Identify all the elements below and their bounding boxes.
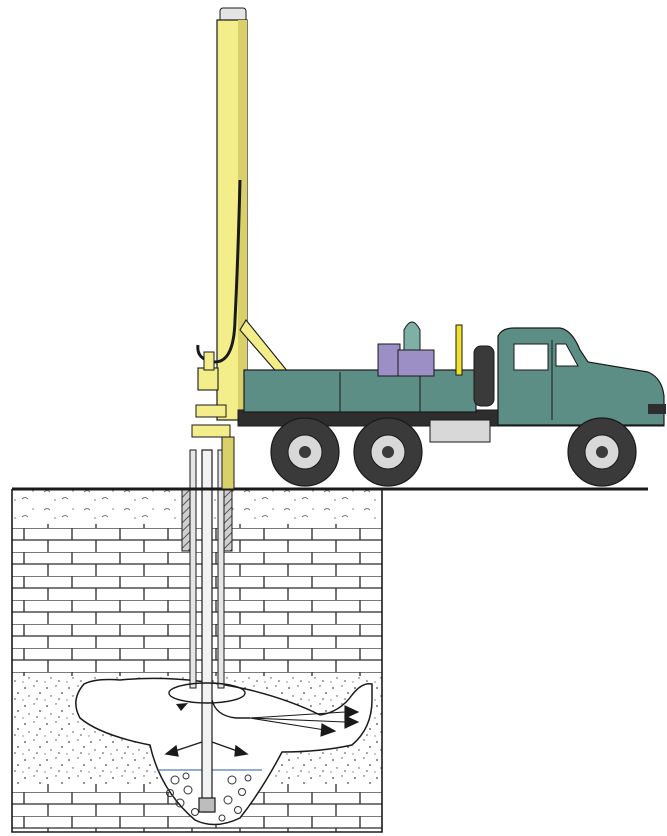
- drilling-truck: [238, 322, 666, 486]
- surface-soil-layer: [12, 489, 382, 524]
- outer-casing-right: [224, 489, 232, 551]
- spare-wheel: [474, 346, 494, 406]
- drill-bit: [199, 798, 215, 812]
- truck-bed: [244, 370, 476, 412]
- mast-foot: [222, 437, 234, 489]
- drill-pipe: [202, 450, 212, 812]
- rear-wheel-1: [271, 418, 339, 486]
- truck-cab: [498, 328, 664, 425]
- fuel-tank: [430, 420, 490, 442]
- front-wheel: [568, 418, 636, 486]
- tank-dome: [404, 322, 420, 350]
- yellow-post: [456, 325, 462, 375]
- rotary-head: [198, 368, 218, 390]
- brick-rock-layer: [12, 524, 382, 676]
- underground-section: [12, 450, 382, 832]
- swivel: [204, 352, 214, 370]
- clamp-upper: [196, 405, 226, 417]
- front-bumper: [648, 404, 666, 414]
- rear-wheel-2: [354, 418, 422, 486]
- clamp-lower: [192, 425, 230, 437]
- outer-casing-left: [182, 489, 190, 551]
- compressor-unit: [378, 344, 400, 376]
- casing-pipe-left: [190, 450, 196, 688]
- cab-window: [514, 344, 548, 370]
- pump-unit: [398, 350, 434, 376]
